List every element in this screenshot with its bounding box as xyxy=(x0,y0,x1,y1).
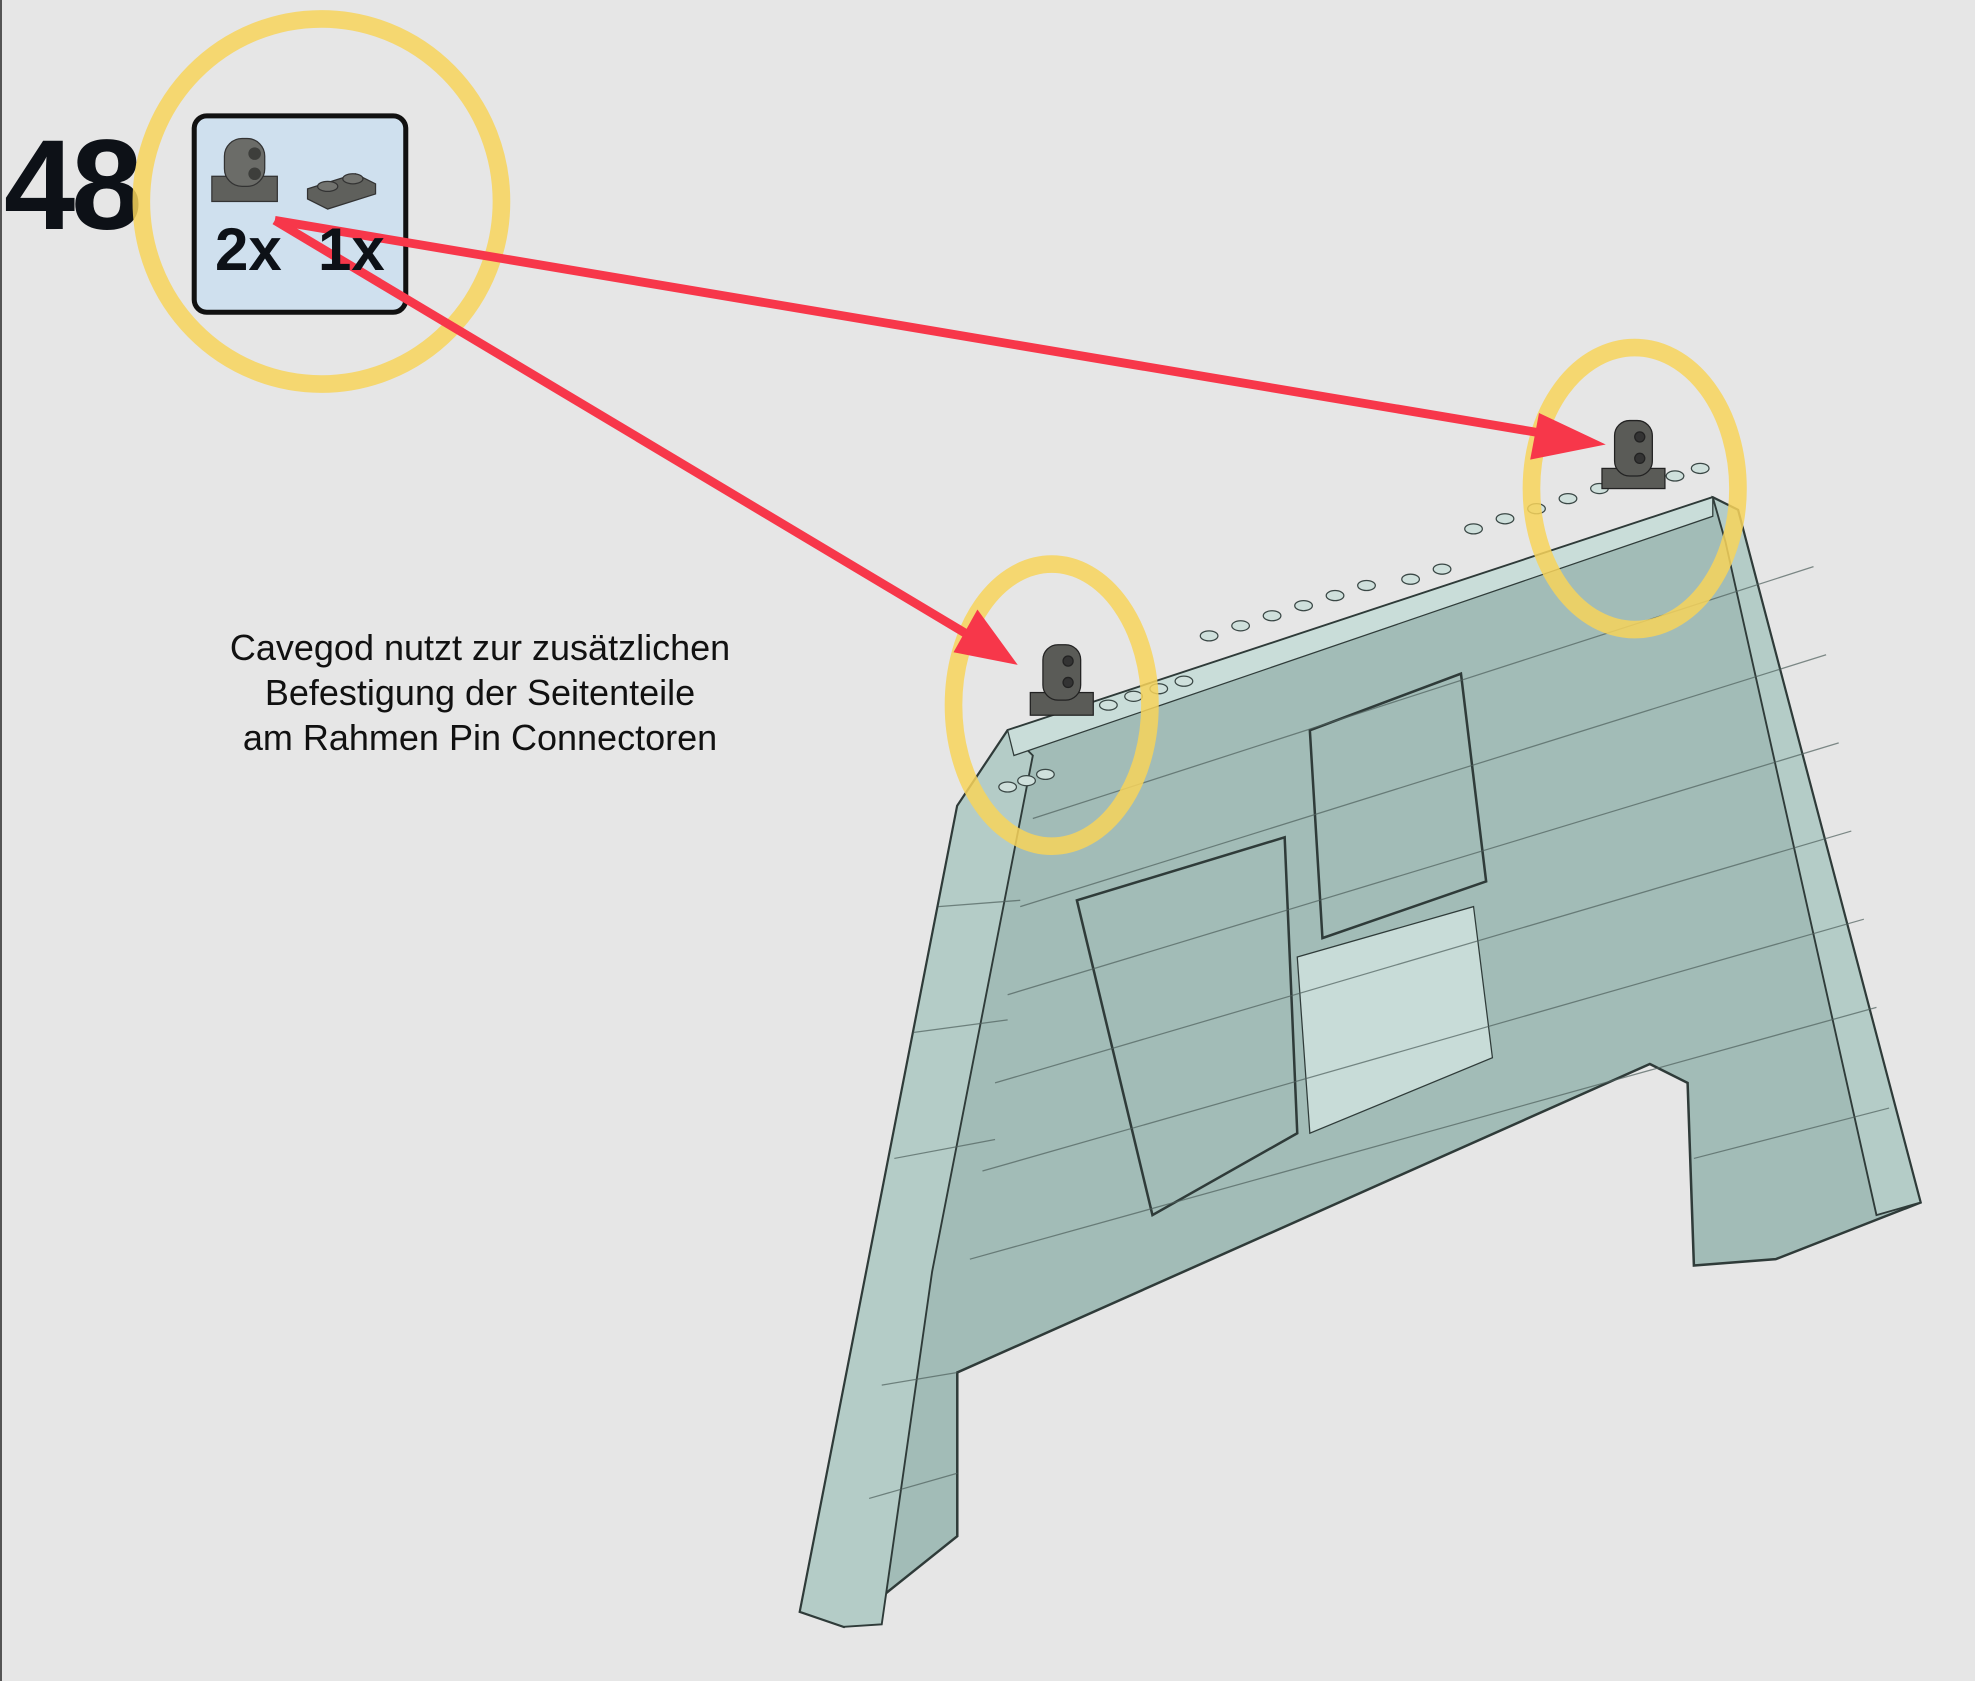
wall-frame-model xyxy=(798,419,1923,1629)
quantity-pin-connector: 2x xyxy=(215,216,282,283)
highlight-callout xyxy=(132,10,511,393)
highlight-left-connector xyxy=(944,555,1159,855)
highlight-circles xyxy=(132,10,1747,855)
arrow-to-left-connector xyxy=(272,216,973,640)
annotation-text: Cavegod nutzt zur zusätzlichen Befestigu… xyxy=(150,625,810,760)
pin-connector-right xyxy=(1601,419,1666,490)
annotation-line: Cavegod nutzt zur zusätzlichen xyxy=(229,627,731,668)
step-number: 48 xyxy=(4,114,142,257)
pointer-arrows xyxy=(272,216,1606,665)
arrow-to-right-connector xyxy=(274,216,1550,439)
annotation-line: am Rahmen Pin Connectoren xyxy=(242,717,718,758)
plate-1x2-icon xyxy=(306,173,377,210)
annotation-line: Befestigung der Seitenteile xyxy=(264,672,696,713)
technic-pin-connector-icon xyxy=(211,137,278,203)
pin-connector-left xyxy=(1029,644,1094,716)
page-edge xyxy=(0,0,2,1681)
quantity-plate: 1x xyxy=(318,216,385,283)
highlight-right-connector xyxy=(1522,338,1747,639)
